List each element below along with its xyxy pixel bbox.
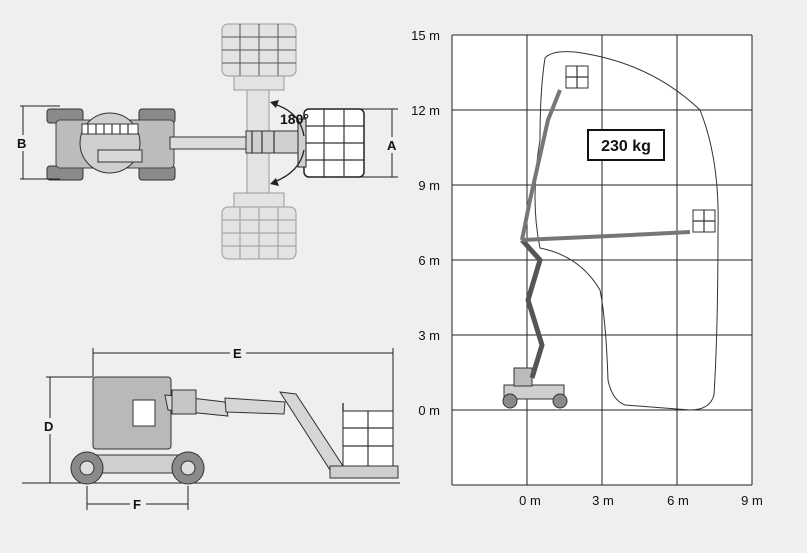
x-axis-ticks: 0 m 3 m 6 m 9 m: [519, 493, 763, 508]
y-tick-0: 0 m: [418, 403, 440, 418]
dimension-d: D: [44, 376, 93, 483]
rotation-label: 180°: [280, 111, 309, 127]
y-tick-15: 15 m: [411, 28, 440, 43]
x-tick-9: 9 m: [741, 493, 763, 508]
work-envelope: 230 kg 15 m 12 m 9 m 6 m 3 m 0 m 0 m 3 m…: [411, 28, 763, 508]
x-tick-0: 0 m: [519, 493, 541, 508]
x-tick-6: 6 m: [667, 493, 689, 508]
dim-label-e: E: [233, 346, 242, 361]
capacity-box: 230 kg: [587, 129, 665, 161]
reach-envelope-outline: [534, 51, 719, 411]
dimension-b: B: [17, 105, 60, 180]
envelope-machine: [502, 65, 716, 409]
ghost-basket-bottom: [221, 151, 297, 260]
dim-label-d: D: [44, 419, 53, 434]
side-view: D E F: [22, 346, 400, 512]
dimension-f: F: [86, 486, 189, 512]
dim-label-f: F: [133, 497, 141, 512]
y-tick-3: 3 m: [418, 328, 440, 343]
dimension-a: A: [358, 108, 398, 178]
capacity-label: 230 kg: [601, 138, 651, 155]
y-axis-ticks: 15 m 12 m 9 m 6 m 3 m 0 m: [411, 28, 440, 418]
dimension-e: E: [92, 346, 394, 411]
y-tick-9: 9 m: [418, 178, 440, 193]
y-tick-6: 6 m: [418, 253, 440, 268]
x-tick-3: 3 m: [592, 493, 614, 508]
ghost-basket-top: [221, 23, 297, 135]
basket-plan: [297, 108, 365, 178]
dim-label-b: B: [17, 136, 26, 151]
dim-label-a: A: [387, 138, 397, 153]
y-tick-12: 12 m: [411, 103, 440, 118]
chassis-plan: [46, 108, 299, 181]
rotation-indicator: 180°: [270, 100, 309, 186]
envelope-grid: [451, 34, 753, 486]
top-view: 180° A B: [17, 23, 398, 260]
